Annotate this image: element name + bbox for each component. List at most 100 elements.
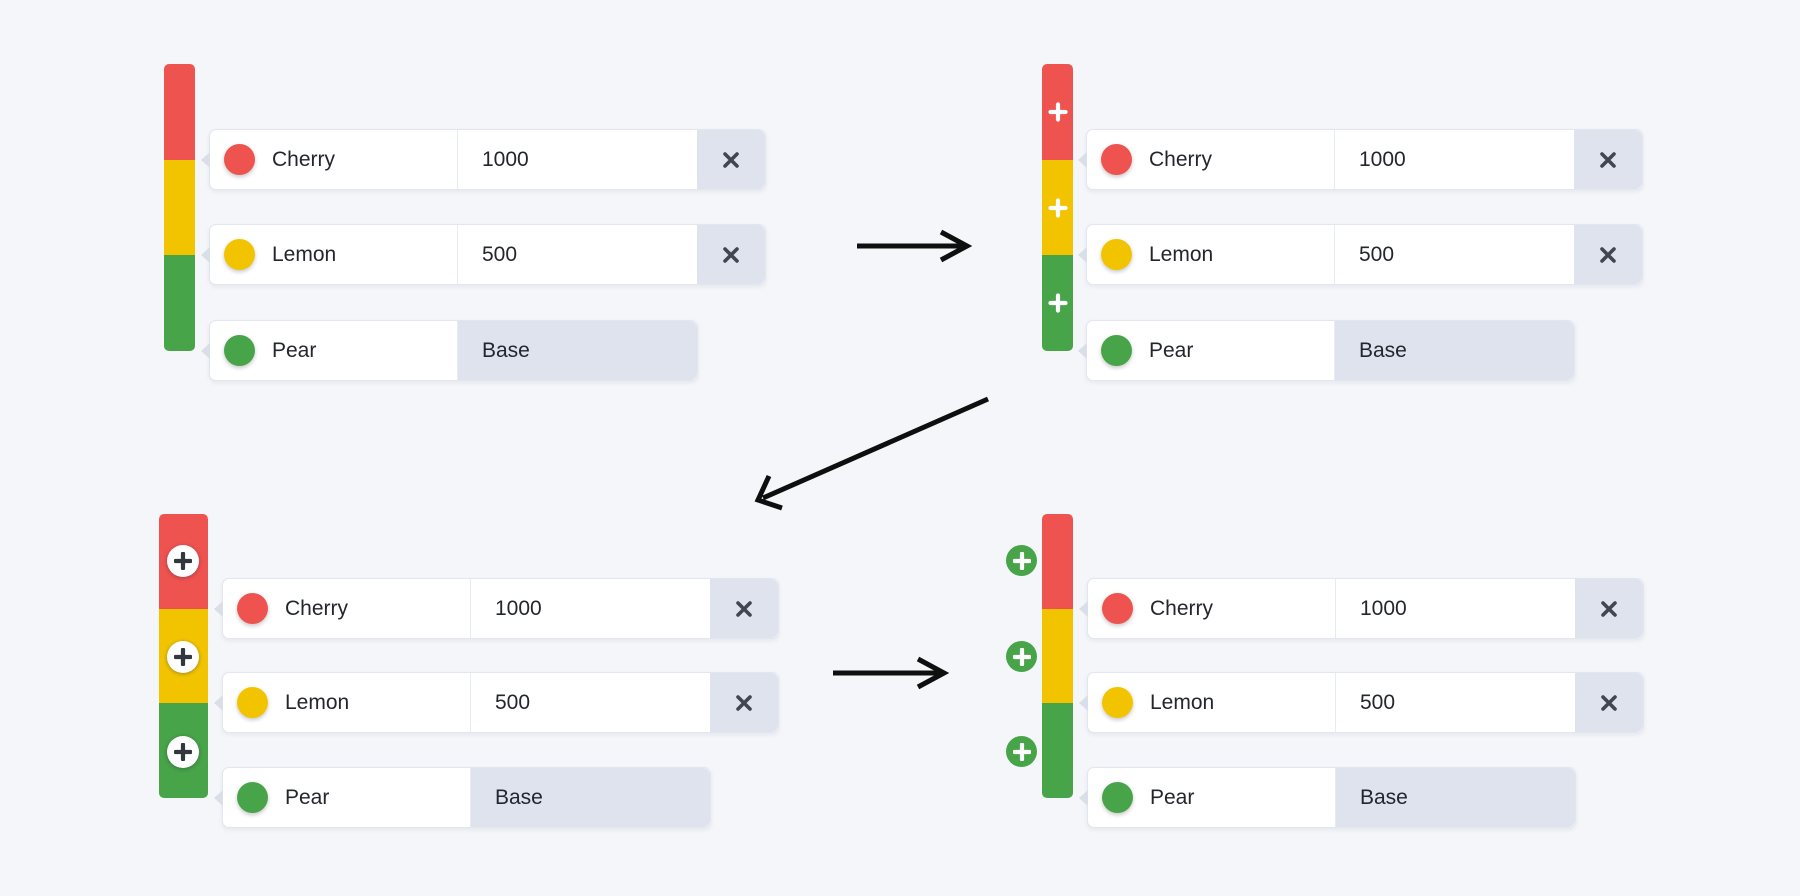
fruit-value: 1000 [482,147,529,171]
fruit-row: Pear Base [201,320,698,381]
bar-segment-yellow [164,159,195,256]
fruit-color-dot [1102,782,1133,813]
remove-row-button[interactable] [697,130,765,189]
bar-segment-red[interactable] [1042,64,1073,160]
close-icon [736,694,752,711]
fruit-value-input[interactable]: 500 [458,225,697,284]
fruit-row: Cherry 1000 [1079,578,1644,639]
fruit-value: 500 [482,242,518,266]
stacked-color-bar [164,64,195,351]
fruit-base-cell: Base [1335,321,1574,380]
plus-icon [1012,742,1031,761]
plus-icon [1047,293,1068,313]
close-icon [1601,694,1617,711]
fruit-label-cell[interactable]: Pear [223,768,471,827]
fruit-color-dot [224,335,255,366]
fruit-row: Pear Base [1078,320,1575,381]
fruit-label-cell[interactable]: Pear [1088,768,1336,827]
fruit-name: Pear [272,338,317,362]
fruit-label-cell[interactable]: Pear [1087,321,1335,380]
fruit-name: Lemon [285,690,350,714]
fruit-value: Base [1359,338,1407,362]
plus-icon [1012,551,1031,570]
fruit-value: 1000 [495,596,542,620]
fruit-value: 500 [495,690,531,714]
remove-row-button[interactable] [1574,130,1642,189]
bar-segment-green[interactable] [1042,255,1073,351]
fruit-name: Lemon [1149,242,1214,266]
fruit-name: Pear [1149,338,1194,362]
plus-icon [1047,197,1068,218]
row-connector-notch [1078,151,1087,168]
fruit-value: 500 [1360,690,1396,714]
fruit-label-cell[interactable]: Lemon [1087,225,1335,284]
remove-row-button[interactable] [1575,579,1643,638]
add-button[interactable] [167,545,199,577]
add-button[interactable] [167,641,199,673]
add-button[interactable] [1006,641,1037,672]
fruit-row: Lemon 500 [1078,224,1643,285]
fruit-value-input[interactable]: 1000 [458,130,697,189]
fruit-label-cell[interactable]: Lemon [223,673,471,732]
close-icon [1601,600,1617,617]
row-connector-notch [214,694,223,711]
stacked-color-bar [1042,514,1073,798]
row-connector-notch [1079,600,1088,617]
bar-segment-yellow [1042,608,1073,704]
row-connector-notch [201,342,210,359]
fruit-label-cell[interactable]: Pear [210,321,458,380]
add-button[interactable] [1006,545,1037,576]
fruit-value-input[interactable]: 1000 [1336,579,1575,638]
add-button[interactable] [167,736,199,768]
fruit-color-dot [237,782,268,813]
row-connector-notch [201,246,210,263]
fruit-value-input[interactable]: 1000 [471,579,710,638]
remove-row-button[interactable] [697,225,765,284]
fruit-name: Lemon [272,242,337,266]
fruit-color-dot [1101,239,1132,270]
plus-icon [174,648,192,666]
fruit-value: 500 [1359,242,1395,266]
fruit-name: Pear [1150,785,1195,809]
remove-row-button[interactable] [710,579,778,638]
remove-row-button[interactable] [710,673,778,732]
bar-segment-red [164,64,195,160]
fruit-label-cell[interactable]: Lemon [1088,673,1336,732]
row-connector-notch [214,600,223,617]
fruit-label-cell[interactable]: Cherry [223,579,471,638]
close-icon [723,151,739,168]
row-connector-notch [1079,789,1088,806]
fruit-color-dot [1101,144,1132,175]
fruit-color-dot [224,239,255,270]
fruit-base-cell: Base [471,768,710,827]
fruit-label-cell[interactable]: Lemon [210,225,458,284]
fruit-value: Base [482,338,530,362]
fruit-row: Pear Base [1079,767,1576,828]
arrow-step1-to-step2 [857,229,973,263]
fruit-row: Lemon 500 [201,224,766,285]
fruit-label-cell[interactable]: Cherry [1088,579,1336,638]
bar-segment-yellow[interactable] [1042,159,1073,256]
remove-row-button[interactable] [1574,225,1642,284]
fruit-label-cell[interactable]: Cherry [210,130,458,189]
fruit-name: Lemon [1150,690,1215,714]
fruit-value-input[interactable]: 1000 [1335,130,1574,189]
row-connector-notch [1079,694,1088,711]
close-icon [736,600,752,617]
fruit-value: Base [1360,785,1408,809]
bar-segment-green [1042,703,1073,798]
bar-segment-red [1042,514,1073,609]
fruit-row: Lemon 500 [214,672,779,733]
fruit-value-input[interactable]: 500 [471,673,710,732]
fruit-row: Cherry 1000 [201,129,766,190]
add-button[interactable] [1006,736,1037,767]
fruit-label-cell[interactable]: Cherry [1087,130,1335,189]
fruit-value-input[interactable]: 500 [1335,225,1574,284]
bar-segment-green [164,255,195,351]
remove-row-button[interactable] [1575,673,1643,732]
plus-icon [174,743,192,761]
fruit-value-input[interactable]: 500 [1336,673,1575,732]
fruit-value: 1000 [1359,147,1406,171]
row-connector-notch [1078,246,1087,263]
